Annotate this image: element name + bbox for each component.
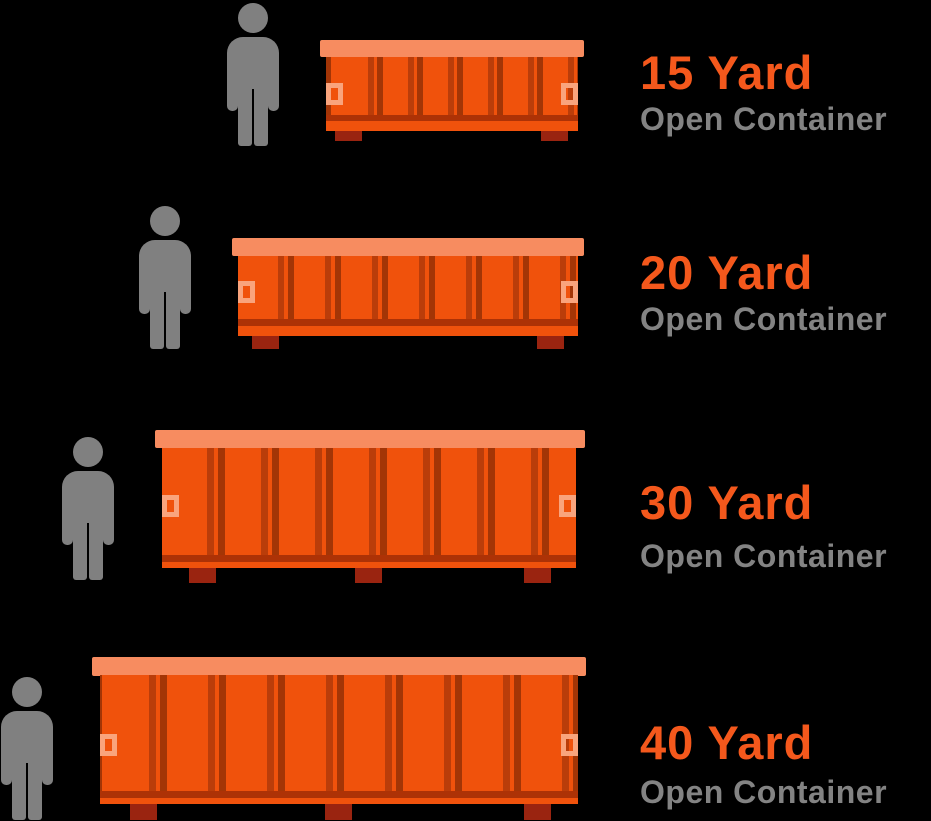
person-icon (227, 3, 279, 146)
person-icon (139, 206, 191, 349)
dumpster-bottom-stripe (162, 555, 576, 562)
dumpster-15-yard-icon (326, 57, 578, 141)
size-subtitle: Open Container (640, 301, 888, 337)
size-subtitle: Open Container (640, 538, 888, 574)
dumpster-hook-bracket-left (238, 281, 255, 303)
dumpster-hook-bracket-left (162, 495, 179, 517)
dumpster-hook-bracket-left (326, 83, 343, 105)
person-arm-left (1, 737, 12, 785)
dumpster-ribs (100, 675, 578, 794)
person-head (238, 3, 268, 33)
dumpster-hook-bracket-right (559, 495, 576, 517)
dumpster-foot (537, 336, 564, 349)
size-title: 40 Yard (640, 716, 814, 769)
dumpster-ribs (326, 57, 578, 121)
person-leg-left (73, 521, 87, 580)
person-leg-right (254, 87, 268, 146)
dumpster-hook-bracket-right (561, 281, 578, 303)
dumpster-foot (355, 568, 382, 583)
person-icon (62, 437, 114, 580)
dumpster-bottom-stripe (238, 319, 578, 326)
dumpster-foot (325, 804, 352, 820)
person-arm-right (180, 266, 191, 314)
dumpster-hook-bracket-left (100, 734, 117, 756)
dumpster-lip (92, 657, 586, 676)
dumpster-hook-bracket-right (561, 734, 578, 756)
dumpster-foot (524, 568, 551, 583)
size-subtitle: Open Container (640, 101, 888, 137)
person-head (73, 437, 103, 467)
person-leg-right (166, 290, 180, 349)
dumpster-foot (189, 568, 216, 583)
person-arm-right (42, 737, 53, 785)
size-title: 30 Yard (640, 476, 814, 529)
person-leg-right (28, 761, 42, 820)
person-leg-left (150, 290, 164, 349)
dumpster-foot (130, 804, 157, 820)
person-arm-left (227, 63, 238, 111)
person-leg-left (238, 87, 252, 146)
dumpster-lip (155, 430, 585, 448)
size-title: 20 Yard (640, 246, 814, 299)
dumpster-20-yard-icon (238, 256, 578, 349)
dumpster-hook-bracket-right (561, 83, 578, 105)
dumpster-ribs (238, 256, 578, 326)
person-arm-left (62, 497, 73, 545)
dumpster-bottom-stripe (100, 791, 578, 798)
person-arm-left (139, 266, 150, 314)
dumpster-bottom-stripe (326, 115, 578, 121)
person-arm-right (103, 497, 114, 545)
dumpster-lip (232, 238, 584, 256)
dumpster-foot (335, 131, 362, 141)
person-head (150, 206, 180, 236)
person-leg-right (89, 521, 103, 580)
person-icon (1, 677, 53, 820)
dumpster-foot (541, 131, 568, 141)
person-head (12, 677, 42, 707)
dumpster-40-yard-icon (100, 675, 578, 820)
dumpster-foot (524, 804, 551, 820)
dumpster-ribs (162, 448, 576, 558)
dumpster-foot (252, 336, 279, 349)
dumpster-lip (320, 40, 584, 57)
size-subtitle: Open Container (640, 774, 888, 810)
person-leg-left (12, 761, 26, 820)
person-arm-right (268, 63, 279, 111)
dumpster-30-yard-icon (162, 448, 576, 583)
size-title: 15 Yard (640, 46, 814, 99)
